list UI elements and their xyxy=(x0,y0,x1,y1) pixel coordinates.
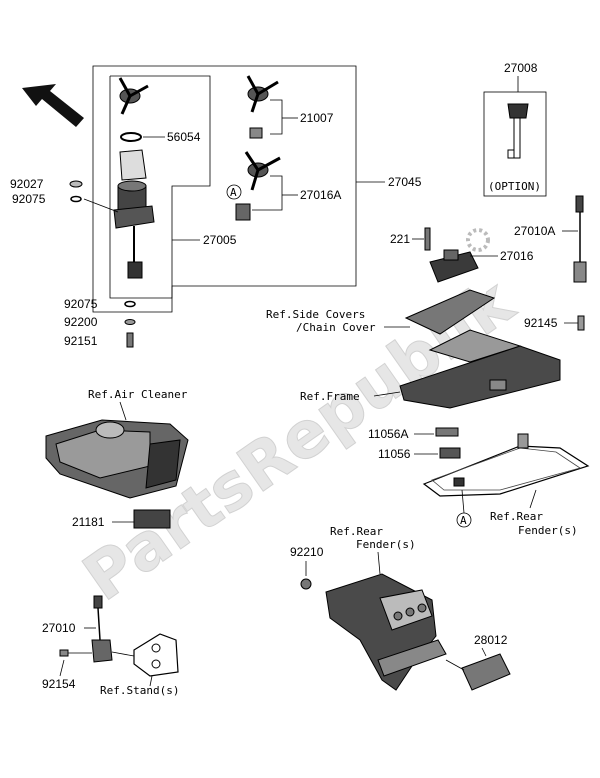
part-21007[interactable]: 21007 xyxy=(300,111,334,125)
part-27010A[interactable]: 27010A xyxy=(514,224,555,238)
rear-fender-tray-icon xyxy=(422,433,590,497)
ref-air-cleaner[interactable]: Ref.Air Cleaner xyxy=(88,388,188,401)
washer-icon xyxy=(70,195,82,203)
washer-icon xyxy=(120,132,142,142)
key-set-21007-icon xyxy=(246,75,279,139)
ref-side-covers[interactable]: Ref.Side Covers xyxy=(266,308,365,321)
air-cleaner-icon xyxy=(45,419,189,499)
part-11056A[interactable]: 11056A xyxy=(368,427,408,441)
part-27016A[interactable]: 27016A xyxy=(300,188,341,202)
part-11056[interactable]: 11056 xyxy=(378,447,411,461)
option-key-icon xyxy=(507,103,529,159)
bracket-icon xyxy=(439,447,461,459)
screw-icon xyxy=(424,227,431,251)
option-label: (OPTION) xyxy=(488,180,541,193)
bracket-icon xyxy=(435,427,459,437)
reflector-icon xyxy=(461,653,511,691)
part-92210[interactable]: 92210 xyxy=(290,545,324,559)
stand-switch-icon xyxy=(91,639,113,663)
key-set-icon xyxy=(118,77,149,115)
part-221[interactable]: 221 xyxy=(390,232,410,246)
stand-bracket-icon xyxy=(111,633,179,677)
relay-icon xyxy=(133,509,171,529)
frame-icon xyxy=(399,289,561,409)
part-27010[interactable]: 27010 xyxy=(42,621,76,635)
option-key-box xyxy=(483,91,547,197)
part-92200[interactable]: 92200 xyxy=(64,315,98,329)
ref-rear-fender-a-line2[interactable]: Fender(s) xyxy=(356,538,416,551)
sensor-plug-icon xyxy=(575,195,584,213)
washer-icon xyxy=(124,300,136,308)
nut-icon xyxy=(300,578,312,590)
bolt-icon xyxy=(126,332,134,348)
ref-chain-cover[interactable]: /Chain Cover xyxy=(296,321,376,334)
part-56054[interactable]: 56054 xyxy=(167,130,201,144)
part-92075-a[interactable]: 92075 xyxy=(12,192,46,206)
bolt-icon xyxy=(577,315,585,331)
ref-rear-fender-a-line1[interactable]: Ref.Rear xyxy=(330,525,383,538)
part-28012[interactable]: 28012 xyxy=(474,633,508,647)
part-92154[interactable]: 92154 xyxy=(42,677,76,691)
part-27008[interactable]: 27008 xyxy=(504,61,538,75)
key-set-27016a-icon xyxy=(235,151,281,221)
lock-cover-icon xyxy=(119,149,147,181)
sensor-icon xyxy=(573,261,587,283)
part-21181[interactable]: 21181 xyxy=(72,515,105,529)
part-27045[interactable]: 27045 xyxy=(388,175,422,189)
part-27016[interactable]: 27016 xyxy=(500,249,534,263)
rear-fender-icon xyxy=(325,573,447,691)
ref-stand[interactable]: Ref.Stand(s) xyxy=(100,684,179,697)
seat-lock-icon xyxy=(429,249,479,283)
gear-icon xyxy=(466,228,490,252)
ref-marker-a-label: A xyxy=(230,186,237,199)
front-arrow-icon xyxy=(22,84,84,127)
ref-marker-a-icon xyxy=(226,184,242,200)
bolt-icon xyxy=(59,649,69,657)
ref-rear-fender-b-line2[interactable]: Fender(s) xyxy=(518,524,578,537)
part-27005[interactable]: 27005 xyxy=(203,233,237,247)
washer-icon xyxy=(124,319,136,325)
nut-icon xyxy=(69,180,83,188)
ignition-switch-icon xyxy=(113,180,155,279)
ref-frame[interactable]: Ref.Frame xyxy=(300,390,360,403)
ref-rear-fender-b-line1[interactable]: Ref.Rear xyxy=(490,510,543,523)
part-92145[interactable]: 92145 xyxy=(524,316,558,330)
switch-plug-icon xyxy=(93,595,103,609)
ignition-kit-frame xyxy=(92,65,357,313)
part-92151[interactable]: 92151 xyxy=(64,334,98,348)
part-92075-b[interactable]: 92075 xyxy=(64,297,98,311)
part-92027[interactable]: 92027 xyxy=(10,177,44,191)
ref-marker-a-label-2: A xyxy=(460,514,467,527)
